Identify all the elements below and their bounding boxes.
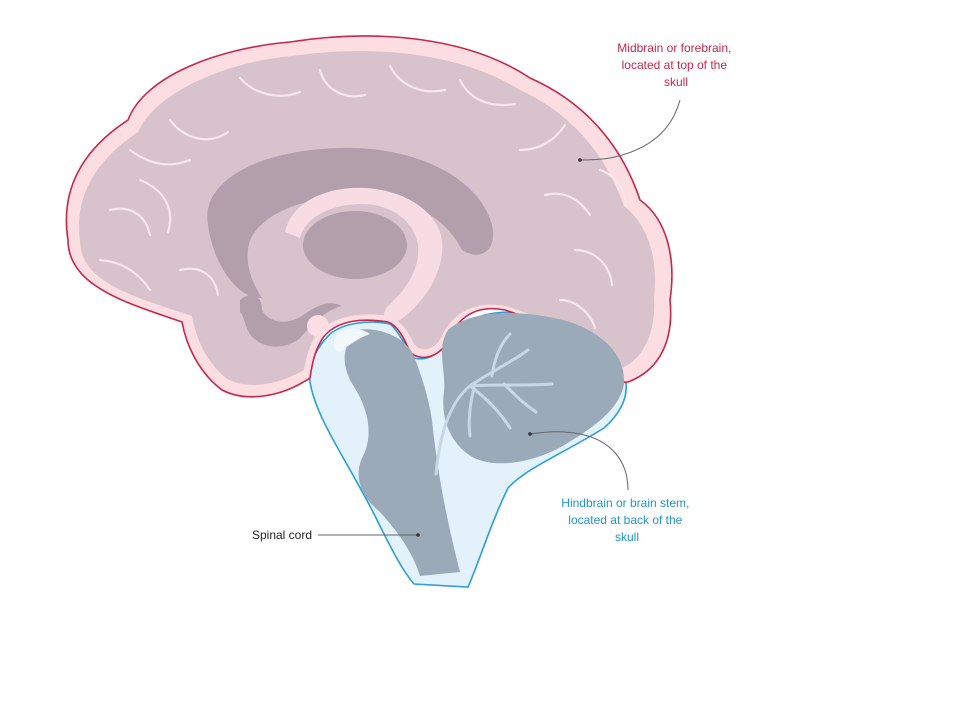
forebrain-label-line-2: located at top of the: [622, 58, 728, 72]
corpus-callosum: [207, 147, 494, 299]
forebrain-leader-line: [579, 99, 681, 161]
spinal-cord-label: Spinal cord: [252, 528, 312, 542]
hindbrain-label-line-1: Hindbrain or brain stem,: [561, 496, 689, 510]
hindbrain-label-line-3: skull: [615, 530, 639, 544]
cerebellum: [441, 312, 625, 464]
brain-folds: [98, 64, 628, 330]
spinal-cord-leader-dot: [416, 533, 420, 537]
arbor-vitae: [434, 332, 554, 476]
hindbrain-leader-dot: [528, 432, 532, 436]
pituitary: [307, 315, 329, 337]
forebrain-label: Midbrain or forebrain, located at top of…: [617, 41, 734, 89]
forebrain-label-line-1: Midbrain or forebrain,: [617, 41, 731, 55]
hindbrain-label-line-2: located at back of the: [568, 513, 682, 527]
hindbrain-label: Hindbrain or brain stem, located at back…: [561, 496, 692, 544]
forebrain-label-line-3: skull: [664, 75, 688, 89]
thalamus: [303, 211, 407, 279]
midbrain-cap: [333, 328, 370, 352]
hypothalamus: [240, 295, 342, 347]
hindbrain-leader-line: [529, 431, 629, 491]
forebrain-leader-dot: [578, 158, 582, 162]
brain-stem: [344, 329, 460, 576]
